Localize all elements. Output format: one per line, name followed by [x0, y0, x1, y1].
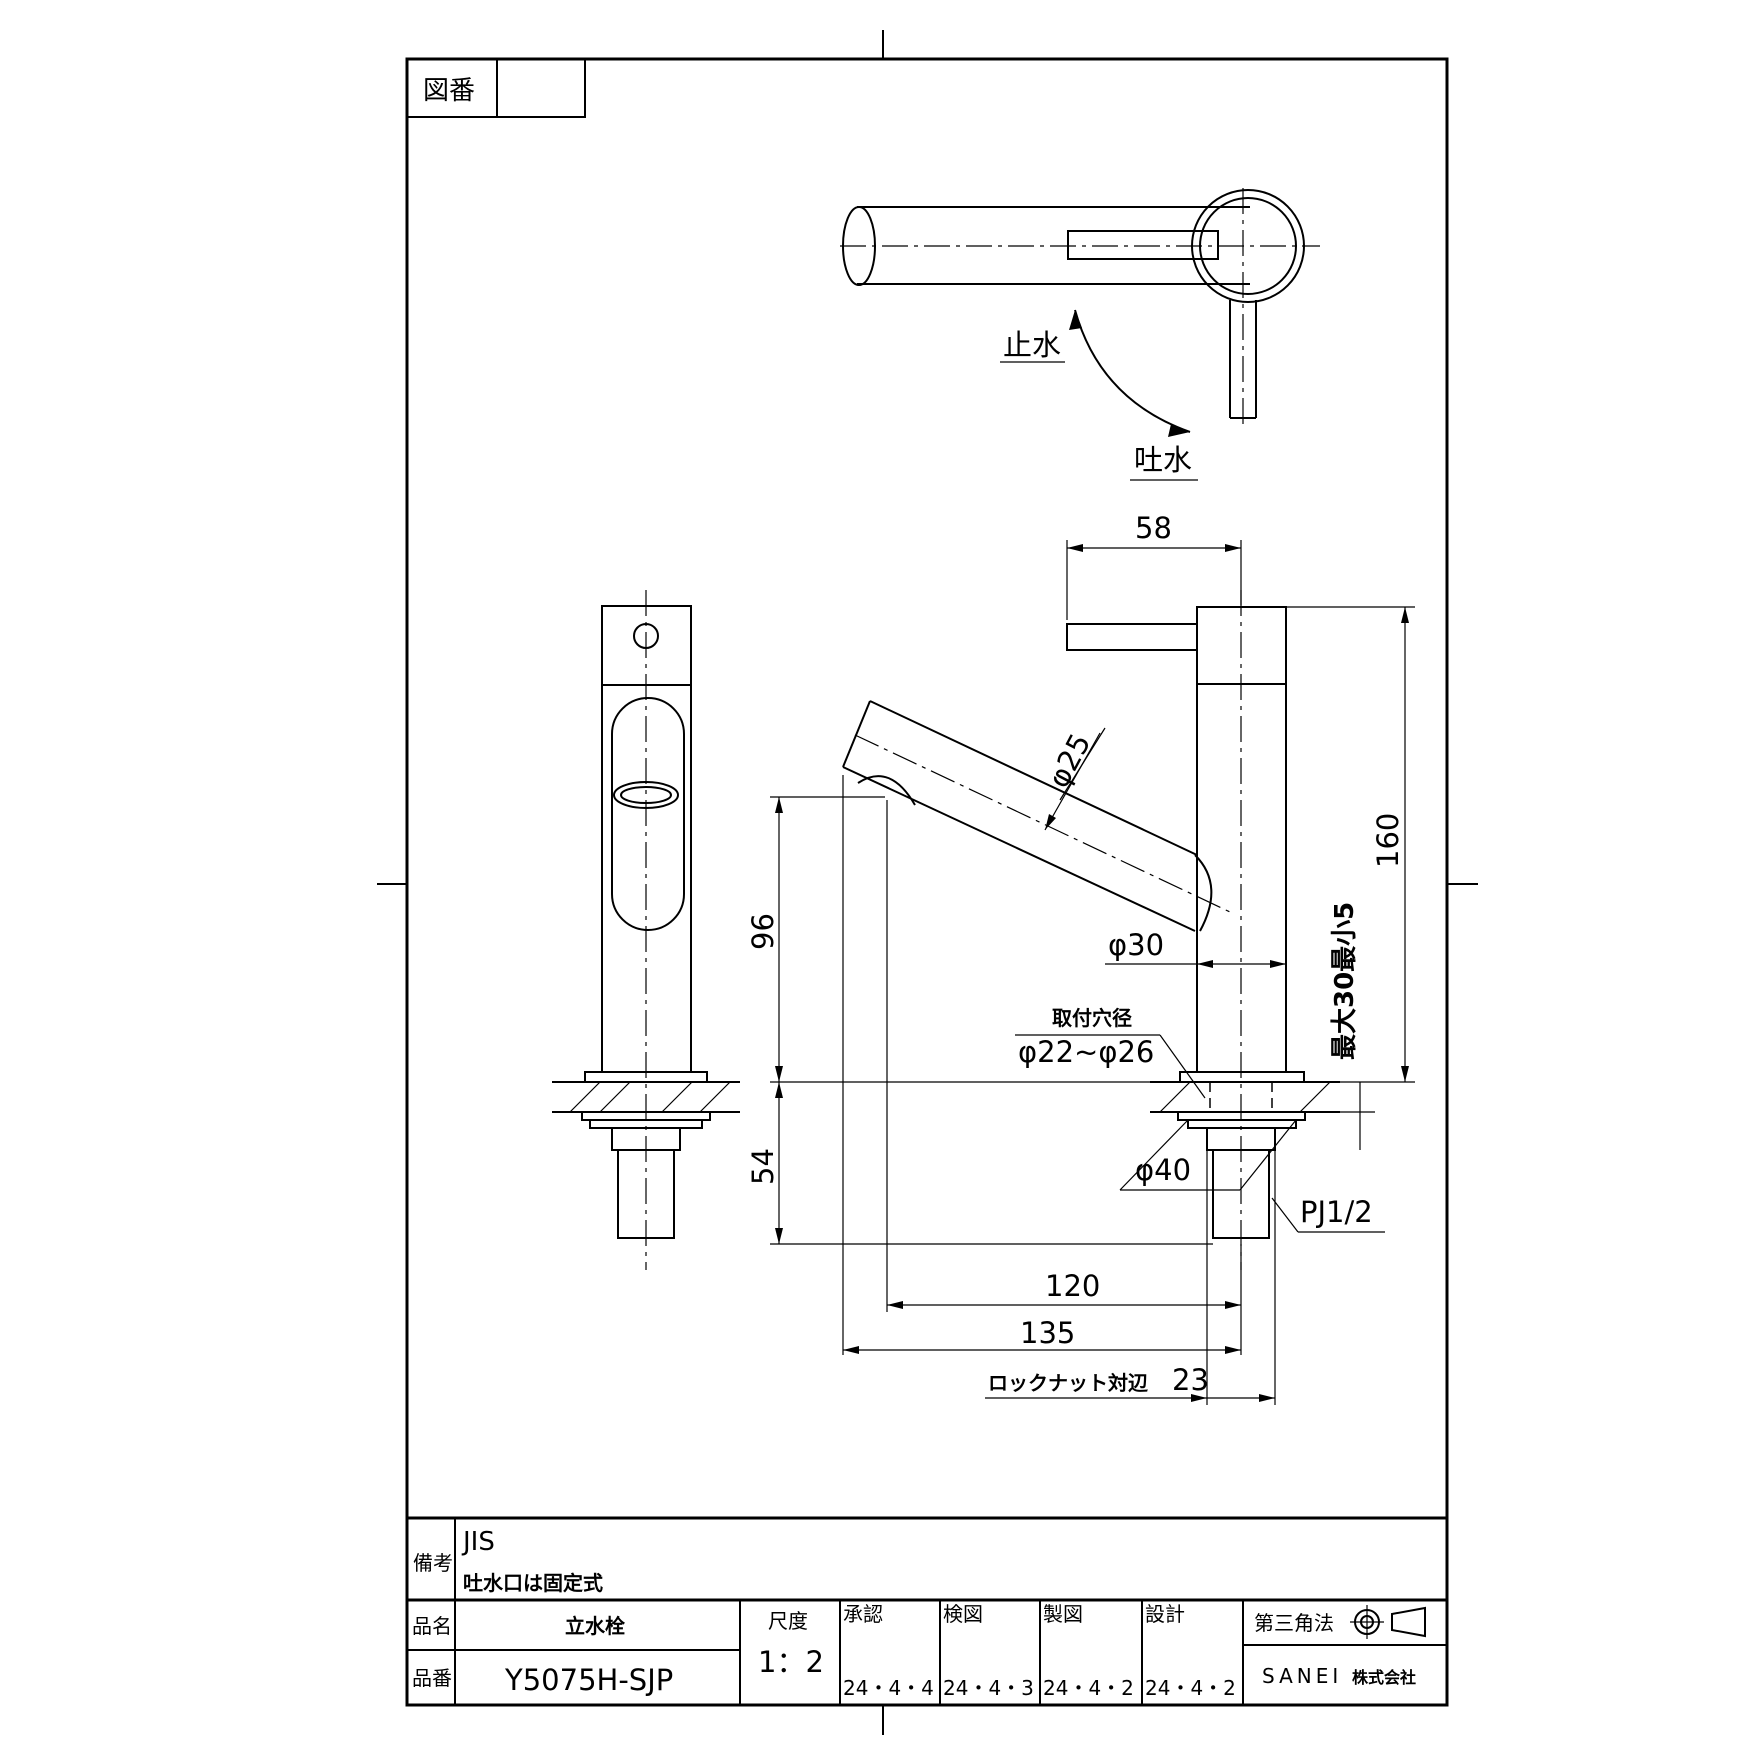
- front-view: [842, 590, 1340, 1270]
- third-angle-projection-icon: [1350, 1605, 1426, 1639]
- discharge-water-label: 吐水: [1134, 443, 1192, 477]
- dim-54: 54: [746, 1148, 780, 1185]
- dim-160: 160: [1371, 813, 1405, 868]
- approve-label: 承認: [843, 1602, 883, 1626]
- draw-label: 製図: [1043, 1602, 1083, 1626]
- drawing-number-box: 図番: [406, 58, 586, 118]
- product-name-label: 品名: [412, 1614, 452, 1638]
- dim-phi30: φ30: [1108, 928, 1164, 962]
- product-number-label: 品番: [412, 1666, 452, 1690]
- approve-date: 24・4・4: [843, 1676, 934, 1700]
- dim-phi40: φ40: [1135, 1153, 1191, 1187]
- dimensions: 58 160 最大30最小5 φ25 φ30 96 54: [746, 511, 1415, 1405]
- scale-label: 尺度: [768, 1609, 808, 1633]
- company-suffix: 株式会社: [1352, 1668, 1416, 1687]
- remarks-label: 備考: [413, 1551, 453, 1575]
- stop-water-label: 止水: [1003, 328, 1061, 362]
- mount-hole-label: 取付穴径: [1052, 1006, 1132, 1030]
- dim-locknut-value: 23: [1172, 1363, 1209, 1397]
- projection-label: 第三角法: [1254, 1611, 1334, 1635]
- sheet-frame: [377, 30, 1478, 1735]
- check-date: 24・4・3: [943, 1676, 1034, 1700]
- dim-96: 96: [746, 913, 780, 950]
- dim-120: 120: [1045, 1269, 1100, 1303]
- mount-hole-value: φ22~φ26: [1018, 1035, 1154, 1069]
- draw-date: 24・4・2: [1043, 1676, 1134, 1700]
- dim-pj: PJ1/2: [1300, 1195, 1373, 1229]
- dim-58: 58: [1135, 511, 1172, 545]
- design-date: 24・4・2: [1145, 1676, 1236, 1700]
- company-name: SANEI: [1262, 1664, 1342, 1688]
- remarks-line1: JIS: [461, 1527, 495, 1557]
- dim-135: 135: [1020, 1316, 1075, 1350]
- product-name-value: 立水栓: [565, 1614, 625, 1638]
- product-number-value: Y5075H-SJP: [504, 1663, 673, 1697]
- dim-phi25: φ25: [1041, 728, 1097, 793]
- dim-locknut-label: ロックナット対辺: [988, 1371, 1148, 1395]
- side-view: [552, 590, 740, 1270]
- check-label: 検図: [943, 1602, 983, 1626]
- scale-value: 1：2: [758, 1645, 824, 1679]
- top-view: 止水 吐水: [840, 188, 1320, 481]
- title-block: 備考 JIS 吐水口は固定式 品名 立水栓 品番 Y5075H-SJP 尺度 1…: [407, 1516, 1447, 1705]
- remarks-line2: 吐水口は固定式: [463, 1571, 603, 1595]
- design-label: 設計: [1145, 1602, 1185, 1626]
- dim-counter-thickness: 最大30最小5: [1330, 902, 1360, 1060]
- drawing-number-label: 図番: [423, 76, 475, 106]
